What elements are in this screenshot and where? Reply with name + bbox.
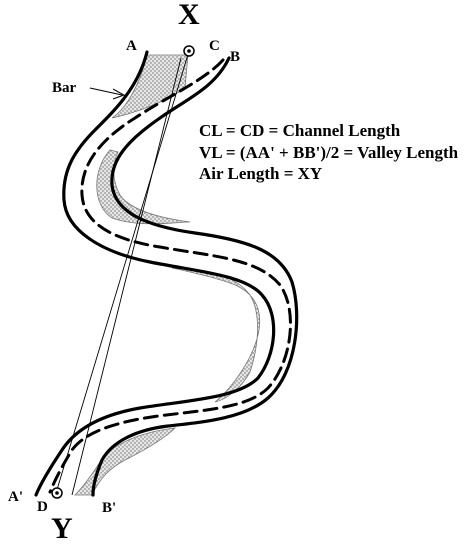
channel-left-bank <box>34 50 276 497</box>
air-length-line-xy <box>55 50 190 494</box>
label-y: Y <box>51 512 73 545</box>
label-d: D <box>37 499 48 515</box>
bar-arrow <box>89 87 126 100</box>
label-a-prime: A' <box>8 489 23 505</box>
point-y-marker <box>51 487 63 499</box>
point-bar-bottom <box>74 427 177 496</box>
equation-air-length: Air Length = XY <box>199 164 322 183</box>
bar-edge-line <box>71 57 182 496</box>
label-c: C <box>209 38 220 54</box>
equation-channel-length: CL = CD = Channel Length <box>199 121 401 140</box>
label-bar: Bar <box>52 80 77 96</box>
label-a: A <box>126 38 137 54</box>
label-b: B <box>230 49 240 65</box>
equation-valley-length: VL = (AA' + BB')/2 = Valley Length <box>199 143 459 162</box>
point-bar-top <box>111 54 189 119</box>
label-x: X <box>178 0 200 31</box>
point-bar-right <box>171 267 260 403</box>
point-x-marker <box>183 45 195 57</box>
channel-right-bank <box>91 56 299 497</box>
channel-centerline <box>48 58 292 494</box>
label-b-prime: B' <box>102 500 116 516</box>
